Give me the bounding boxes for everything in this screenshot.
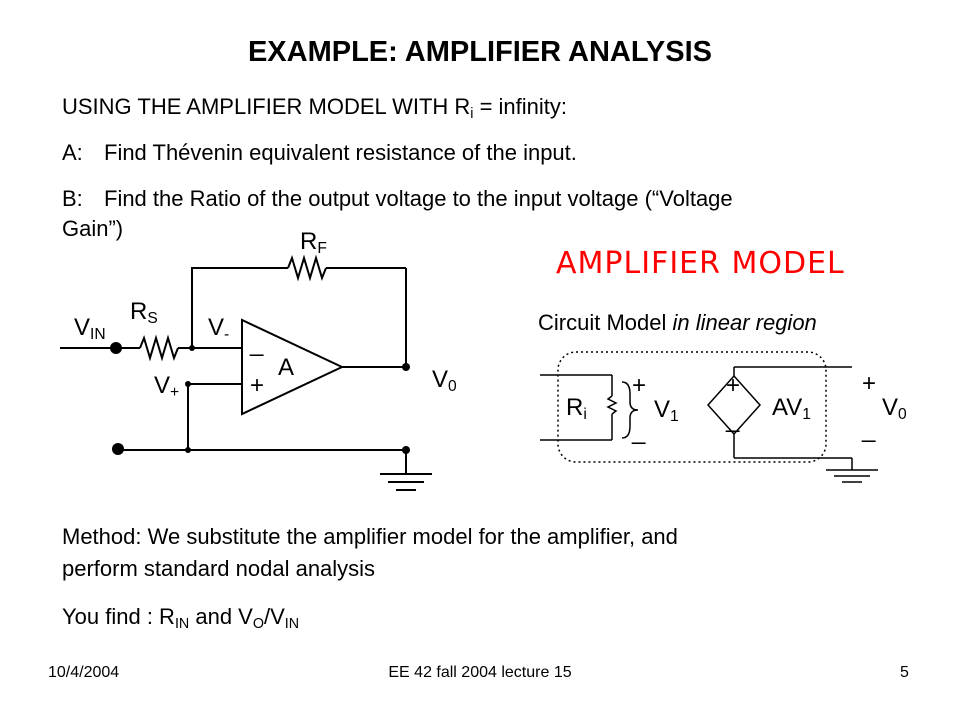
vout-sub: 0 xyxy=(448,378,457,395)
find-text: You find : R xyxy=(62,604,175,629)
v1-minus-sign: _ xyxy=(632,418,646,445)
footer-page-number: 5 xyxy=(900,664,909,681)
node-ground xyxy=(402,446,410,454)
v1-brace xyxy=(621,381,639,439)
ri-label: Ri xyxy=(566,394,587,424)
v1-label: V1 xyxy=(654,396,679,426)
av1-main: AV xyxy=(772,394,803,421)
find-sub-rin: IN xyxy=(174,616,190,632)
source-plus-sign: + xyxy=(726,372,741,399)
rs-resistor xyxy=(139,334,179,362)
vminus-label: V- xyxy=(208,314,229,344)
v0-sub: 0 xyxy=(898,406,907,423)
find-sub-vo: O xyxy=(252,616,264,632)
feedback-wire xyxy=(191,267,288,270)
v0-main: V xyxy=(882,394,899,421)
task-b-text: Find the Ratio of the output voltage to … xyxy=(104,186,733,211)
vminus-main: V xyxy=(208,314,225,341)
rs-main: R xyxy=(130,298,148,325)
intro-line: USING THE AMPLIFIER MODEL WITH Ri = infi… xyxy=(62,94,567,122)
opamp-triangle xyxy=(241,318,345,416)
caption-plain: Circuit Model xyxy=(538,310,673,335)
intro-subscript: i xyxy=(470,106,474,122)
vin-sub: IN xyxy=(90,326,106,343)
intro-text-end: = infinity: xyxy=(473,94,568,119)
opamp-gain-label: A xyxy=(278,354,295,381)
vplus-main: V xyxy=(154,372,171,399)
task-a-label: A: xyxy=(62,140,83,165)
opamp-minus-sign: _ xyxy=(250,330,264,357)
v0-label: V0 xyxy=(882,394,907,424)
intro-text: USING THE AMPLIFIER MODEL WITH R xyxy=(62,94,471,119)
rf-sub: F xyxy=(317,240,327,257)
av1-label: AV1 xyxy=(772,394,811,424)
footer-course: EE 42 fall 2004 lecture 15 xyxy=(388,664,572,681)
source-minus-sign: _ xyxy=(726,406,740,433)
av1-sub: 1 xyxy=(802,406,811,423)
vin-label: VIN xyxy=(74,314,106,344)
find-slash: /V xyxy=(263,604,285,629)
rf-resistor xyxy=(287,254,327,282)
rf-label: RF xyxy=(300,228,327,258)
method-line-1: Method: We substitute the amplifier mode… xyxy=(62,524,678,549)
model-caption: Circuit Model in linear region xyxy=(538,310,817,336)
find-sub-vin: IN xyxy=(284,616,300,632)
task-b-label: B: xyxy=(62,186,83,211)
caption-italic: in linear region xyxy=(672,310,817,335)
node-output xyxy=(402,363,410,371)
v1-main: V xyxy=(654,396,671,423)
rs-label: RS xyxy=(130,298,158,328)
vplus-sub: + xyxy=(170,384,180,401)
node-noninv xyxy=(185,381,191,387)
vin-terminal xyxy=(110,342,122,354)
vplus-label: V+ xyxy=(154,372,179,402)
method-line-2: perform standard nodal analysis xyxy=(62,556,376,581)
vout-main: V xyxy=(432,366,449,393)
ri-main: R xyxy=(566,394,584,421)
task-b-text-cont: Gain”) xyxy=(62,216,124,241)
node-noninv-bottom xyxy=(185,447,191,453)
footer-date: 10/4/2004 xyxy=(48,664,120,681)
opamp-plus-sign: + xyxy=(250,372,265,399)
ri-sub: i xyxy=(583,406,587,423)
bottom-terminal xyxy=(112,443,124,455)
amplifier-model-heading: AMPLIFIER MODEL xyxy=(556,246,845,281)
ri-resistor xyxy=(606,395,618,415)
v1-sub: 1 xyxy=(670,408,679,425)
find-line: You find : RIN and VO/VIN xyxy=(62,604,299,632)
node-inverting xyxy=(189,345,195,351)
rf-main: R xyxy=(300,228,318,255)
task-a-text: Find Thévenin equivalent resistance of t… xyxy=(104,140,577,165)
rs-sub: S xyxy=(147,310,158,327)
slide-title: EXAMPLE: AMPLIFIER ANALYSIS xyxy=(247,36,713,68)
v1-plus-sign: + xyxy=(632,372,647,399)
vminus-sub: - xyxy=(224,326,230,343)
find-mid: and V xyxy=(189,604,253,629)
vin-main: V xyxy=(74,314,91,341)
v0-minus-sign: _ xyxy=(862,416,876,443)
model-boundary xyxy=(557,351,827,463)
vout-label: V0 xyxy=(432,366,457,396)
v0-plus-sign: + xyxy=(862,370,877,397)
